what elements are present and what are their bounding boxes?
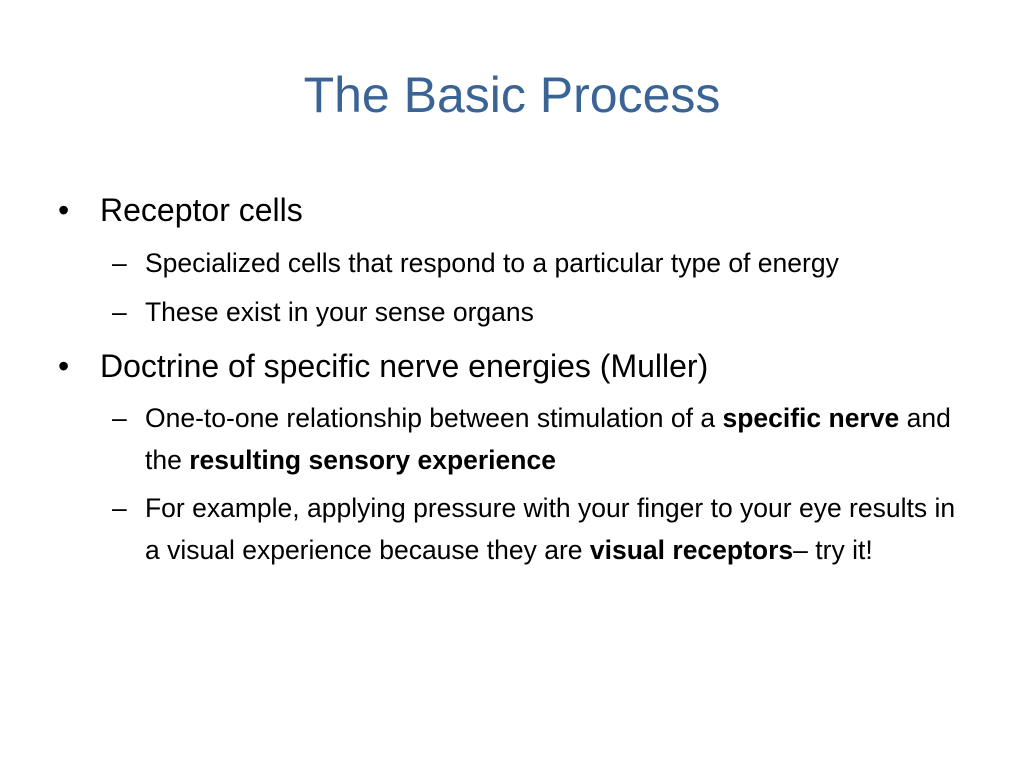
bold-text-run: visual receptors bbox=[589, 535, 794, 565]
dash-marker: – bbox=[112, 493, 127, 523]
sub-bullet-text: For example, applying pressure with your… bbox=[145, 487, 972, 571]
sub-bullet-specialized-cells: – Specialized cells that respond to a pa… bbox=[112, 242, 972, 284]
slide-title: The Basic Process bbox=[303, 67, 721, 123]
bullet-marker: • bbox=[58, 192, 70, 228]
bullet-text: Doctrine of specific nerve energies (Mul… bbox=[100, 348, 709, 384]
sub-bullet-text: One-to-one relationship between stimulat… bbox=[145, 397, 972, 481]
text-run: One-to-one relationship between stimulat… bbox=[145, 403, 723, 433]
dash-marker: – bbox=[112, 297, 127, 327]
text-run: For example, applying pressure with your… bbox=[145, 493, 956, 565]
bullet-text: Receptor cells bbox=[100, 192, 303, 228]
text-run: – try it! bbox=[793, 535, 873, 565]
text-run: and the bbox=[145, 403, 951, 475]
sub-bullet-text: These exist in your sense organs bbox=[145, 297, 534, 327]
sub-bullet-example: – For example, applying pressure with yo… bbox=[112, 487, 972, 571]
bold-text-run: specific nerve bbox=[722, 403, 900, 433]
bullet-receptor-cells: • Receptor cells bbox=[58, 190, 968, 230]
bullet-doctrine: • Doctrine of specific nerve energies (M… bbox=[58, 346, 968, 386]
bold-text-run: resulting sensory experience bbox=[189, 445, 556, 475]
sub-bullet-one-to-one: – One-to-one relationship between stimul… bbox=[112, 397, 972, 481]
sub-bullet-sense-organs: – These exist in your sense organs bbox=[112, 291, 972, 333]
bullet-marker: • bbox=[58, 348, 70, 384]
dash-marker: – bbox=[112, 403, 127, 433]
dash-marker: – bbox=[112, 248, 127, 278]
sub-bullet-text: Specialized cells that respond to a part… bbox=[145, 248, 839, 278]
